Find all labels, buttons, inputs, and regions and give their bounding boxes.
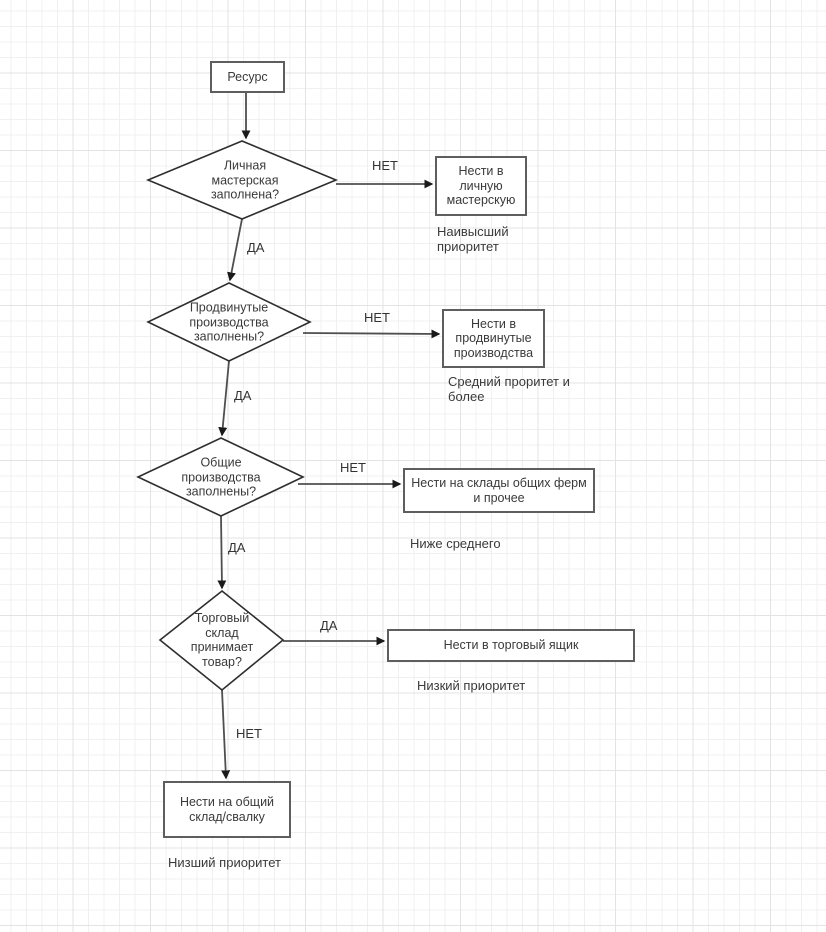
edge-label-d4-no[interactable]: НЕТ: [236, 726, 262, 741]
annotation-medium-priority[interactable]: Средний проритет и более: [448, 374, 570, 405]
decision-personal-workshop-shape[interactable]: [145, 140, 339, 220]
edge-label-d2-yes[interactable]: ДА: [234, 388, 252, 403]
edge-d2-yes[interactable]: [218, 360, 230, 437]
node-carry-trade-box-label: Нести в торговый ящик: [443, 638, 579, 653]
edge-label-d1-yes[interactable]: ДА: [247, 240, 265, 255]
node-carry-advanced-production[interactable]: Нести в продвинутые производства: [442, 309, 545, 368]
node-carry-personal-workshop[interactable]: Нести в личную мастерскую: [435, 156, 527, 216]
decision-general-production-shape[interactable]: [136, 437, 305, 517]
node-carry-advanced-production-label: Нести в продвинутые производства: [453, 316, 534, 360]
annotation-low-priority[interactable]: Низкий приоритет: [417, 678, 526, 693]
annotation-lowest-priority[interactable]: Низший приоритет: [168, 855, 281, 870]
edge-d3-yes[interactable]: [217, 515, 227, 590]
node-start-resource-label: Ресурс: [227, 69, 268, 84]
annotation-below-medium-priority[interactable]: Ниже среднего: [410, 536, 501, 551]
edge-d2-no[interactable]: [302, 329, 441, 339]
edge-d1-yes[interactable]: [227, 218, 243, 282]
node-carry-trade-box[interactable]: Нести в торговый ящик: [387, 629, 635, 662]
edge-label-d4-yes[interactable]: ДА: [320, 618, 338, 633]
edge-label-d3-yes[interactable]: ДА: [228, 540, 246, 555]
edge-label-d3-no[interactable]: НЕТ: [340, 460, 366, 475]
node-carry-personal-workshop-label: Нести в личную мастерскую: [446, 164, 516, 208]
decision-trade-warehouse-shape[interactable]: [158, 589, 285, 692]
edge-label-d2-no[interactable]: НЕТ: [364, 310, 390, 325]
edge-label-d1-no[interactable]: НЕТ: [372, 158, 398, 173]
node-carry-general-farm-storage[interactable]: Нести на склады общих ферм и прочее: [403, 468, 595, 513]
annotation-highest-priority[interactable]: Наивысший приоритет: [437, 224, 509, 255]
edge-d4-no[interactable]: [221, 689, 231, 780]
node-start-resource[interactable]: Ресурс: [210, 61, 285, 93]
decision-advanced-production-shape[interactable]: [146, 282, 312, 362]
node-carry-common-dump-label: Нести на общий склад/свалку: [179, 795, 275, 824]
node-carry-common-dump[interactable]: Нести на общий склад/свалку: [163, 781, 291, 838]
node-carry-general-farm-storage-label: Нести на склады общих ферм и прочее: [411, 476, 587, 505]
